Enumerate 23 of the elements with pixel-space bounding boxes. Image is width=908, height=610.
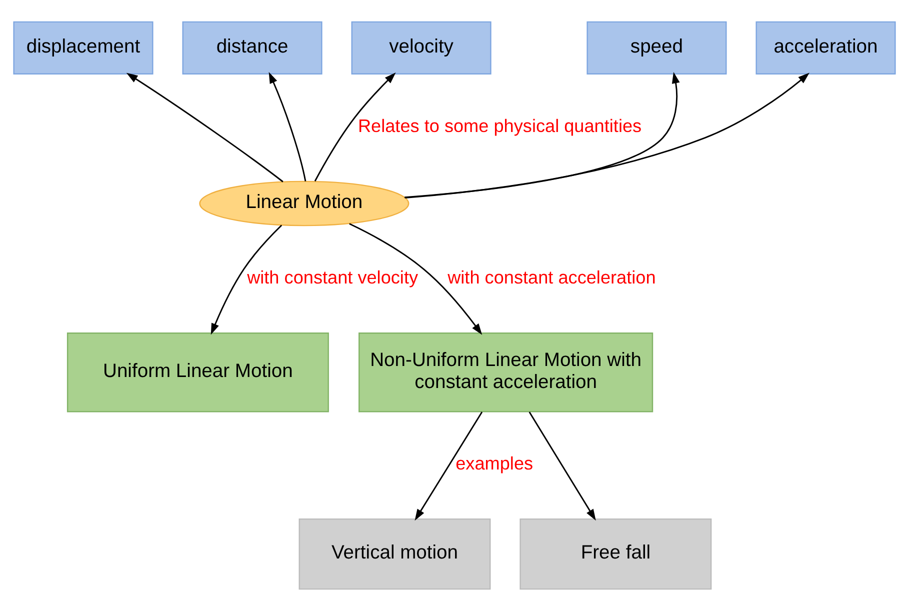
node-box: speed <box>586 20 726 74</box>
arrow <box>528 411 596 520</box>
arrow <box>404 72 680 198</box>
arrow <box>268 72 306 181</box>
arrow <box>404 72 809 198</box>
arrow <box>414 411 482 520</box>
node-box: velocity <box>350 20 491 74</box>
arrow <box>314 72 396 181</box>
edge-label: with constant acceleration <box>447 267 656 288</box>
edge-label: examples <box>455 453 533 474</box>
node-ellipse: Linear Motion <box>198 180 409 226</box>
edge-label: Relates to some physical quantities <box>357 115 642 136</box>
node-box: acceleration <box>755 20 896 74</box>
node-box: Uniform Linear Motion <box>66 332 328 412</box>
node-box: Non-Uniform Linear Motion with constant acceleration <box>358 332 653 412</box>
arrow <box>348 222 482 334</box>
node-box: distance <box>182 20 322 74</box>
node-box: Free fall <box>519 518 712 590</box>
edge-label: with constant velocity <box>246 267 418 288</box>
arrow <box>210 224 282 334</box>
node-box: Vertical motion <box>298 518 490 590</box>
arrow <box>126 72 283 182</box>
node-box: displacement <box>12 20 153 74</box>
